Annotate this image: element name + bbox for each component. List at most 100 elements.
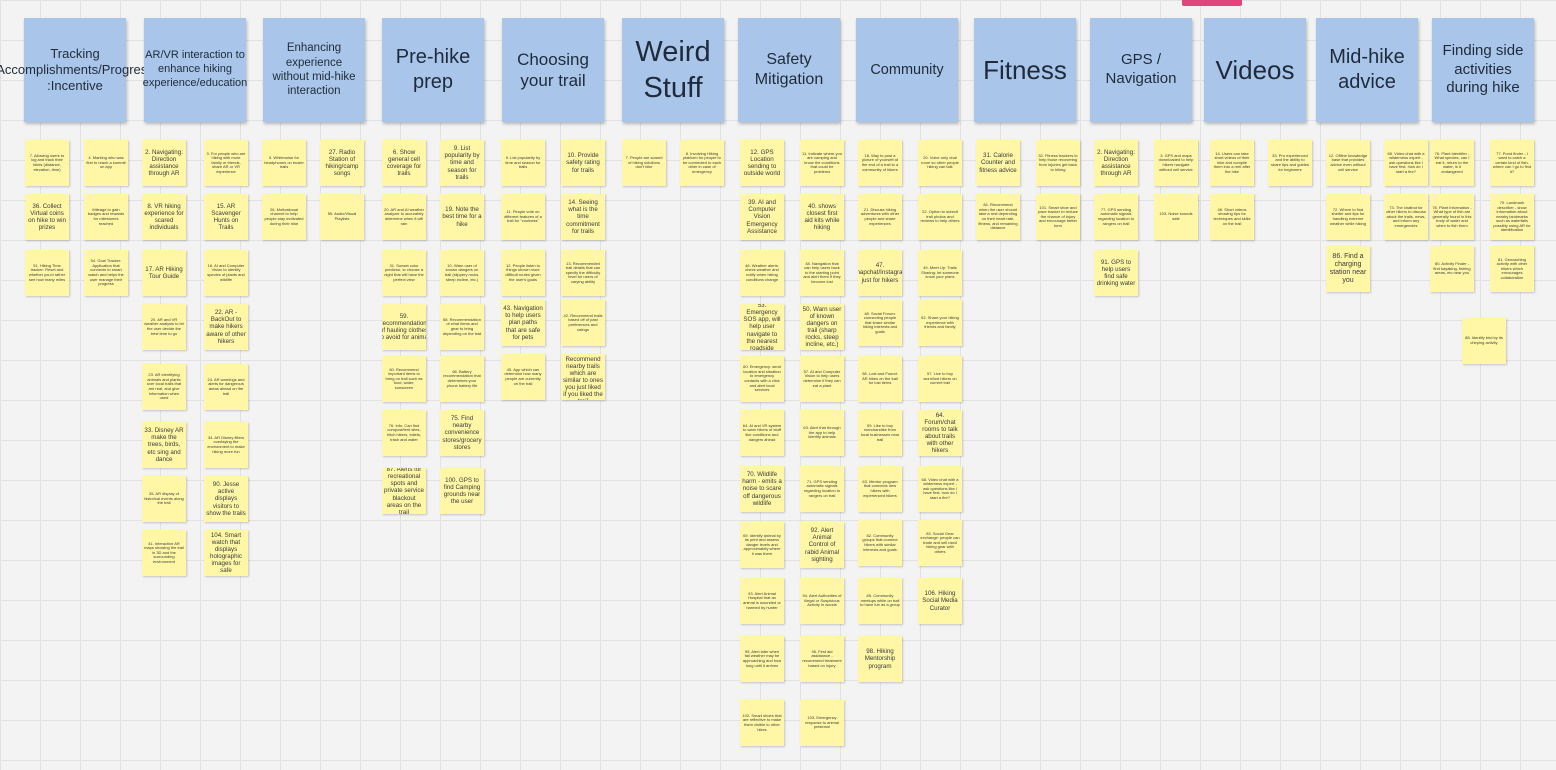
sticky-note[interactable]: 9. List popularity by time and season fo… — [440, 140, 484, 186]
sticky-note[interactable]: 20. AR and VR weather analysis to let th… — [142, 304, 186, 350]
sticky-note[interactable]: 57. AI and Computer Vision to help users… — [800, 356, 844, 402]
sticky-note[interactable]: 3. For people who are hiking with more f… — [204, 140, 248, 186]
sticky-note[interactable]: 19. Note the best time for a hike — [440, 194, 484, 240]
sticky-note[interactable]: 41. Interactive AR maps showing the trai… — [142, 530, 186, 576]
sticky-note[interactable]: 94. Alert Authorities of illegal or Susp… — [800, 578, 844, 624]
sticky-note[interactable]: 7. People are scared of hiking solutions… — [622, 140, 666, 186]
sticky-note[interactable]: 12. Offline knowledge base that provides… — [1326, 140, 1370, 186]
sticky-note[interactable]: 27. Radio Station of hiking/camp songs — [320, 140, 364, 186]
sticky-note[interactable]: 10. Provide safety rating for trails — [561, 140, 605, 186]
sticky-note[interactable]: 71. GPS sending automatic signals regard… — [800, 466, 844, 512]
sticky-note[interactable]: 23. AR identifying animals and plants ov… — [142, 364, 186, 410]
sticky-note[interactable]: 46. Short videos showing tips for techni… — [1210, 194, 1254, 240]
sticky-note[interactable]: 79. Landmark describer - show informatio… — [1490, 194, 1534, 240]
sticky-note[interactable]: 33. Pro experienced and the ability to s… — [1268, 140, 1312, 186]
category-header-videos[interactable]: Videos — [1204, 18, 1306, 122]
sticky-note[interactable]: 75. Find nearby convenience stores/groce… — [440, 410, 484, 456]
sticky-note[interactable]: 48. Social Forum: connecting people that… — [858, 300, 902, 346]
sticky-note[interactable]: 90. Jesse active displays visitors to sh… — [204, 476, 248, 522]
sticky-note[interactable]: 8. VR hiking experience for scared indiv… — [142, 194, 186, 240]
sticky-note[interactable]: 3. GPS and maps downloaded to help hiker… — [1154, 140, 1198, 186]
category-header-mid-hike-advice[interactable]: Mid-hike advice — [1316, 18, 1418, 122]
sticky-note[interactable]: 50. Warn user of known dangers on trail … — [800, 304, 844, 350]
sticky-note[interactable]: 35. AR display of historical events alon… — [142, 476, 186, 522]
sticky-note[interactable]: 47. Snapchat/Instagram just for hikers — [858, 250, 902, 296]
category-header-weird-stuff[interactable]: Weird Stuff — [622, 18, 724, 122]
sticky-note[interactable]: 106. Hiking Social Media Curator — [918, 578, 962, 624]
sticky-note[interactable]: 4. Marking who was first to reach a summ… — [84, 140, 128, 186]
sticky-note[interactable]: 59. Recommendations of hauling clothes t… — [382, 304, 426, 350]
sticky-note[interactable]: 22. AR - BackOut to make hikers aware of… — [204, 304, 248, 350]
sticky-note[interactable]: 34. AR Disney filters overlaying the env… — [204, 422, 248, 468]
sticky-note[interactable]: 96. First aid assistance - recommend tre… — [800, 636, 844, 682]
sticky-note[interactable]: 70. Wildlife harm - emits a noise to sca… — [740, 466, 784, 512]
category-header-safety-mitigation[interactable]: Safety Mitigation — [738, 18, 840, 122]
sticky-note[interactable]: 76. Plant Identifier - What species, can… — [1430, 140, 1474, 186]
sticky-note[interactable]: 45. App which can determine how many peo… — [501, 354, 545, 400]
sticky-note[interactable]: 22. Option to submit trail photos and re… — [918, 194, 962, 240]
sticky-note[interactable]: 68. Video chat with a wilderness expert … — [1384, 140, 1428, 186]
sticky-note[interactable]: 101. Smart shoe and pace tracker to redu… — [1036, 194, 1080, 240]
sticky-note[interactable]: 95. Alert later when fall weather may be… — [740, 636, 784, 682]
sticky-note[interactable]: 49. Meet Up: Trails Sharing: let someone… — [918, 250, 962, 296]
sticky-note[interactable]: 80. Activity Finder - find kayaking, fis… — [1430, 246, 1474, 292]
sticky-note[interactable]: 72. Where to find shelter and tips for h… — [1326, 194, 1370, 240]
sticky-note[interactable]: 59. Like to buy merchandise from local b… — [858, 410, 902, 456]
sticky-note[interactable]: 77. GPS sending automatic signals regard… — [1094, 194, 1138, 240]
category-header-community[interactable]: Community — [856, 18, 958, 122]
sticky-note[interactable]: 84. Recommend when the user should take … — [976, 194, 1020, 240]
category-header-finding-side-activities-during-hike[interactable]: Finding side activities during hike — [1432, 18, 1534, 122]
sticky-note[interactable]: 40. shows closest first aid kits while h… — [800, 194, 844, 240]
sticky-note[interactable]: 48. Navigation that can help users back … — [800, 250, 844, 296]
sticky-note[interactable]: 13. Recommended trail details that can s… — [561, 250, 605, 296]
sticky-note[interactable]: 83. Social Gear exchange: people can tra… — [918, 520, 962, 566]
sticky-note[interactable]: 31. Sunset color predictor, to choose a … — [382, 250, 426, 296]
sticky-note[interactable]: 12. People listen to things shown more d… — [501, 250, 545, 296]
sticky-note[interactable]: 54. Goal Tracker: Application that conne… — [84, 250, 128, 296]
sticky-note[interactable]: 20. Voice only chat room so other people… — [918, 140, 962, 186]
sticky-note[interactable]: Mileage to gain badges and rewards for m… — [84, 194, 128, 240]
sticky-note[interactable]: 91. GPS to help users find safe drinking… — [1094, 250, 1138, 296]
sticky-note[interactable]: 77. Pond finder - I want to catch a cert… — [1490, 140, 1534, 186]
category-header-tracking-accomplishments-progress-incent[interactable]: Tracking Accomplishments/Progress :Incen… — [0, 18, 154, 122]
sticky-note[interactable]: 64. AI and VR system to warn hikers of s… — [740, 410, 784, 456]
sticky-note[interactable]: 58. Recommendation of what items and gea… — [440, 304, 484, 350]
sticky-note[interactable]: 14. Seeing what is the time commitment f… — [561, 194, 605, 240]
sticky-note[interactable]: 88. Identify bird by its chirping activi… — [1462, 318, 1506, 364]
sticky-note[interactable]: 103. Emergency response to animal presen… — [800, 700, 844, 746]
category-header-gps-navigation[interactable]: GPS / Navigation — [1090, 18, 1192, 122]
sticky-note[interactable]: 52. Share your hiking experience with fr… — [918, 300, 962, 346]
sticky-note[interactable]: 15. AR Scavenger Hunts on Trails — [204, 194, 248, 240]
sticky-note[interactable]: 10. Warn user of known dangers on trail … — [440, 250, 484, 296]
sticky-note[interactable]: 102. Smart shoes that are reflective to … — [740, 700, 784, 746]
sticky-note[interactable]: 9. List popularity by time and season fo… — [501, 140, 545, 186]
sticky-note[interactable]: 33. Disney AR make the trees, birds, etc… — [142, 422, 186, 468]
category-header-choosing-your-trail[interactable]: Choosing your trail — [502, 18, 604, 122]
sticky-note[interactable]: 39. AI and Computer Vision Emergency Ass… — [740, 194, 784, 240]
sticky-note[interactable]: 103. Noise sounds safe — [1154, 194, 1198, 240]
sticky-note[interactable]: 58. Lost and Found: AR hikes on the trai… — [858, 356, 902, 402]
sticky-note[interactable]: 93. Alert Animal Hospital that an animal… — [740, 578, 784, 624]
sticky-note[interactable]: 60. Emergency: send location and situati… — [740, 356, 784, 402]
category-header-ar-vr-interaction-to-enhance-hiking-expe[interactable]: AR/VR interaction to enhance hiking expe… — [143, 18, 247, 122]
sticky-note[interactable]: 6. Show general cell coverage for trails — [382, 140, 426, 186]
sticky-note[interactable]: 32. Fitness trackers to help those recov… — [1036, 140, 1080, 186]
category-header-pre-hike-prep[interactable]: Pre-hike prep — [382, 18, 484, 122]
sticky-note[interactable]: 85. Community meetups while on trail to … — [858, 578, 902, 624]
sticky-note[interactable]: 2. Navigating: Direction assistance thro… — [1094, 140, 1138, 186]
sticky-note[interactable]: 51. Hiking Time tracker: Reset and wheth… — [25, 250, 69, 296]
sticky-note[interactable]: 69. Identify animal by its print and ass… — [740, 522, 784, 568]
sticky-note[interactable]: 73. The chatbot for other hikers to disc… — [1384, 194, 1428, 240]
sticky-note[interactable]: 18. Way to post a picture of yourself at… — [858, 140, 902, 186]
sticky-note[interactable]: 42. Recommend trails based off of past p… — [561, 300, 605, 346]
sticky-note[interactable]: 14. Users can take short videos of their… — [1210, 140, 1254, 186]
category-header-fitness[interactable]: Fitness — [974, 18, 1076, 122]
sticky-note[interactable]: 7. Allowing users to log and track their… — [25, 140, 69, 186]
sticky-note[interactable]: 60. Recommend important items to bring o… — [382, 356, 426, 402]
sticky-note[interactable]: 76. Info: Can find compost/tent sites, h… — [382, 410, 426, 456]
sticky-note[interactable]: 66. Battery recommendation that determin… — [440, 356, 484, 402]
sticky-note[interactable]: 63. Alert that through the app to help i… — [800, 410, 844, 456]
sticky-note[interactable]: 86. Find a charging station near you — [1326, 246, 1370, 292]
category-header-enhancing-experience-without-mid-hike-in[interactable]: Enhancing experience without mid-hike in… — [263, 18, 365, 122]
